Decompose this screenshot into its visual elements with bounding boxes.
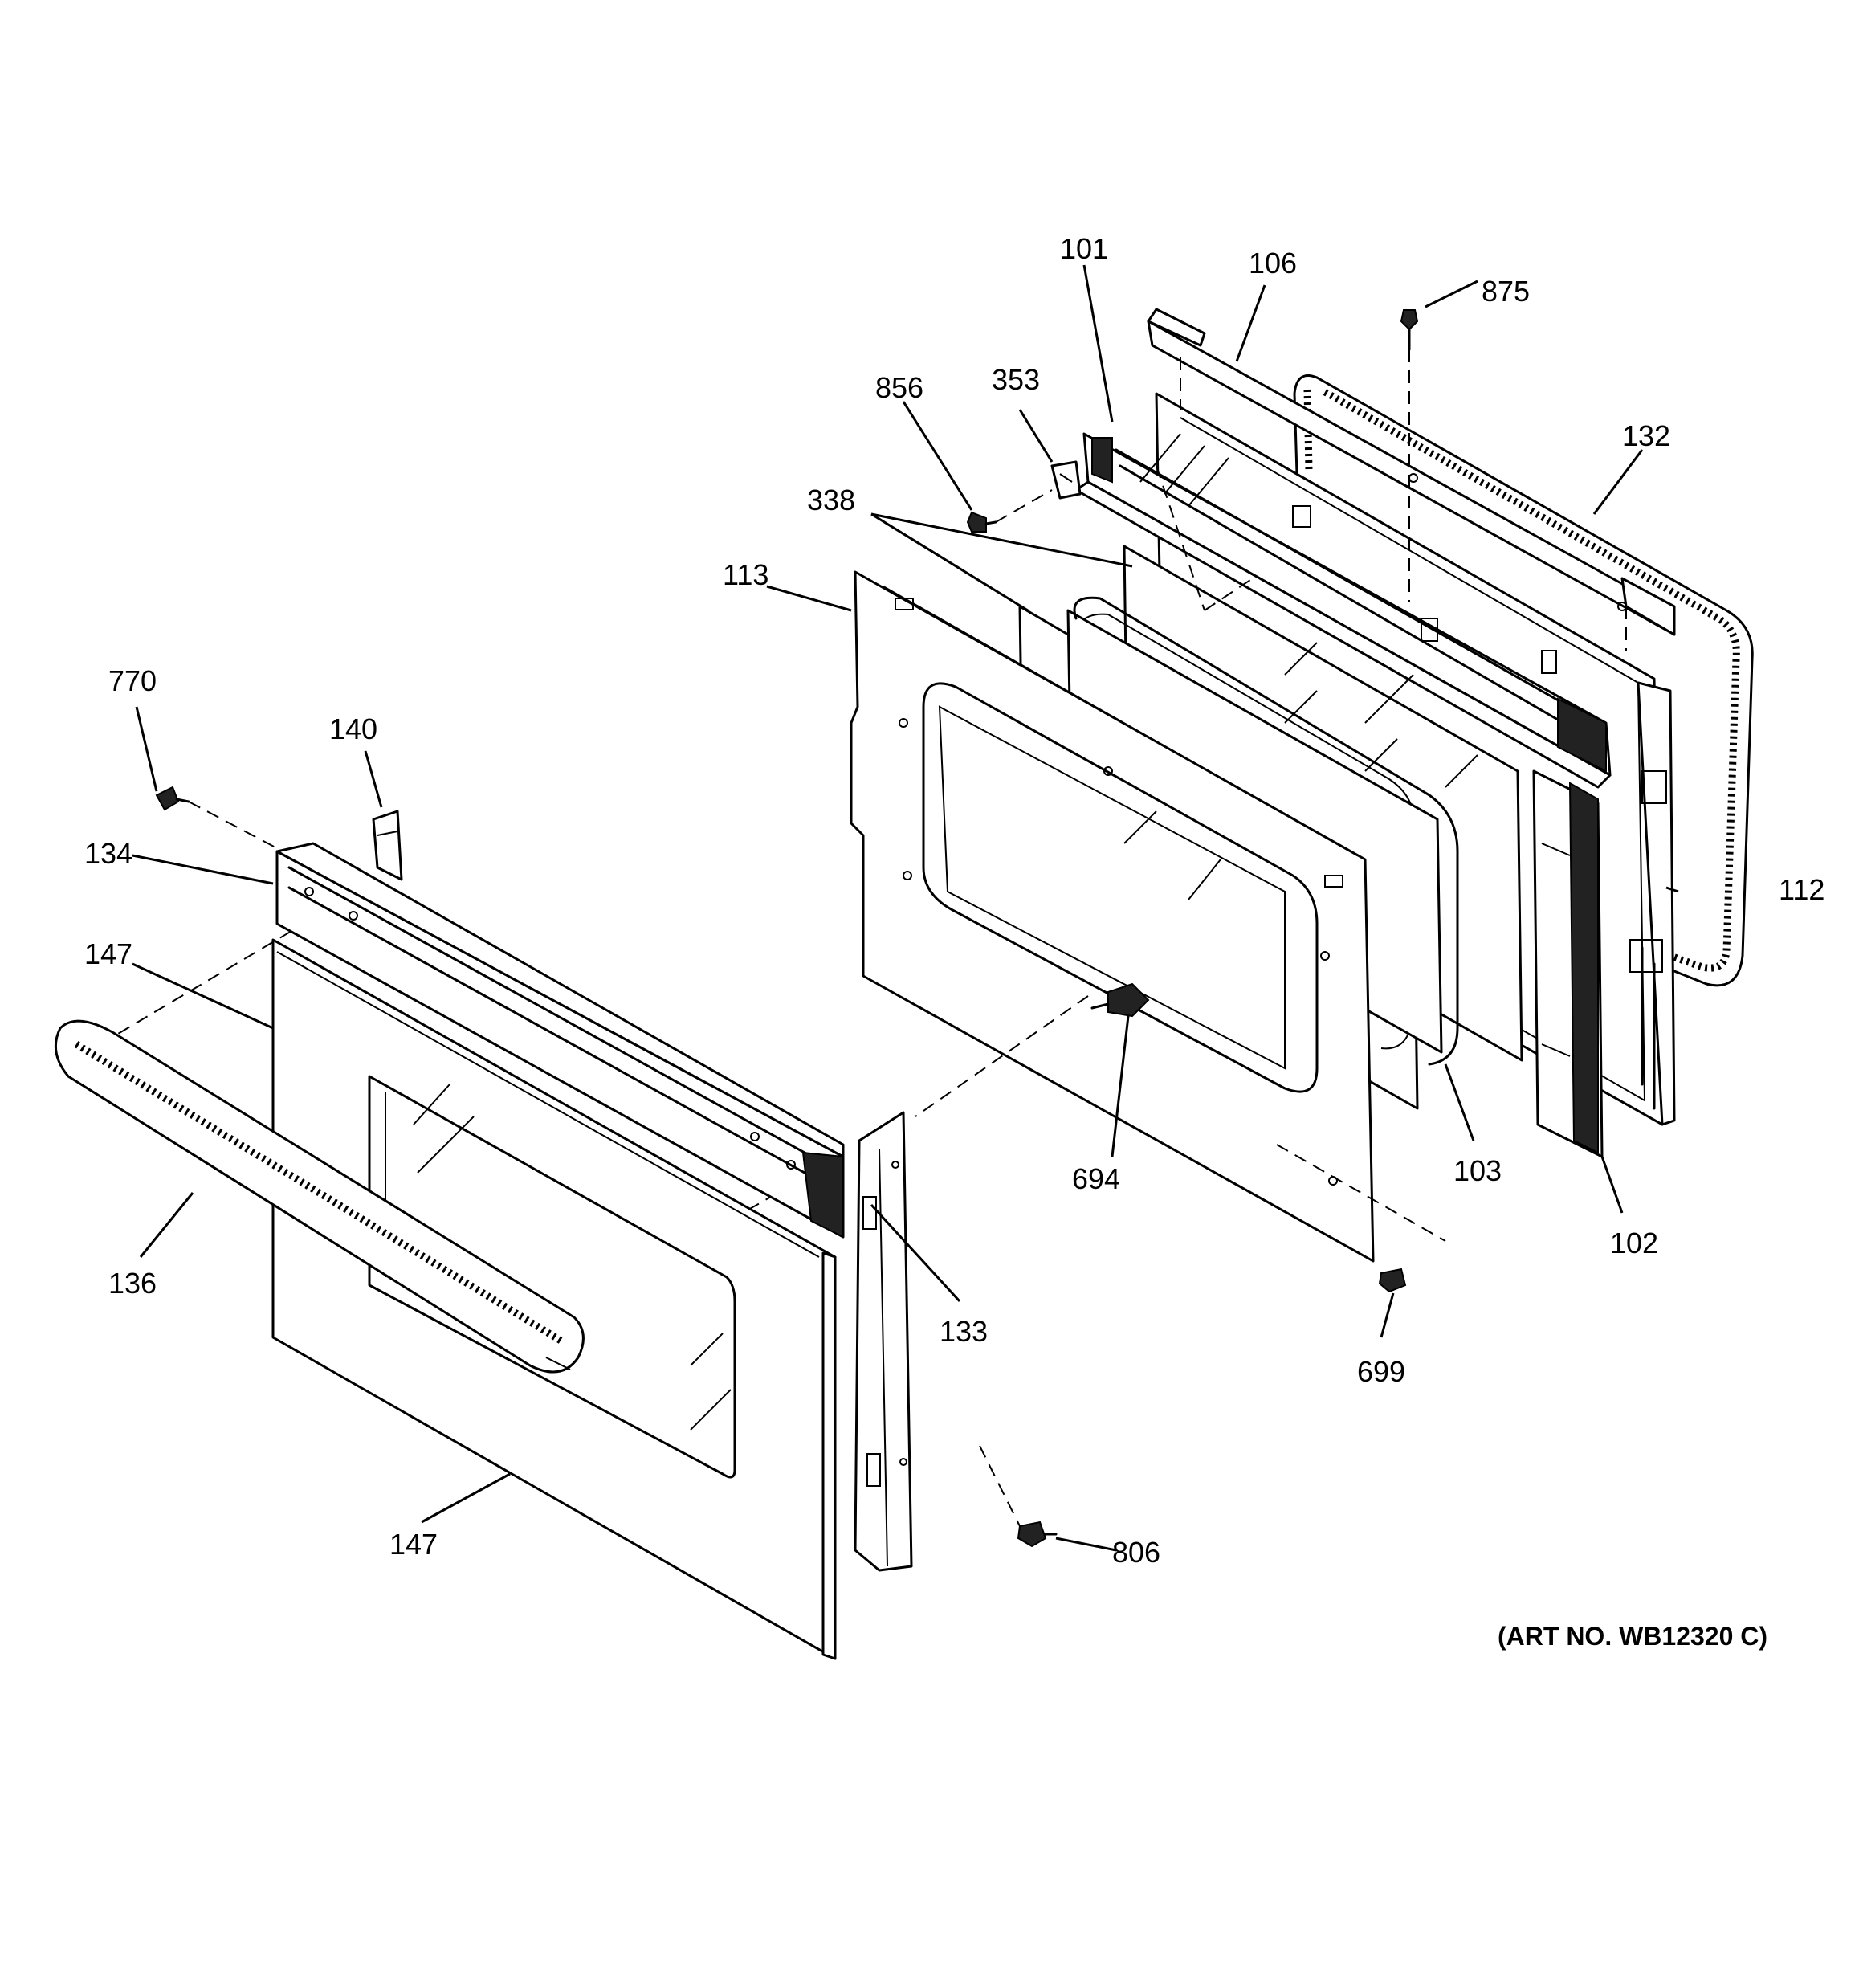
door-clip-140: [372, 810, 403, 881]
label-147-top: 147: [84, 937, 132, 970]
art-number: (ART NO. WB12320 C): [1498, 1622, 1767, 1651]
label-140: 140: [329, 712, 377, 745]
label-132: 132: [1622, 419, 1670, 452]
label-770: 770: [108, 664, 157, 697]
label-699: 699: [1357, 1355, 1405, 1388]
label-694: 694: [1072, 1162, 1120, 1195]
screw-694: [1090, 982, 1150, 1018]
door-handle: [54, 1019, 585, 1374]
label-112: 112: [1779, 873, 1824, 906]
screw-699: [1378, 1268, 1407, 1293]
label-338: 338: [807, 484, 855, 516]
door-side-bracket: [854, 1111, 913, 1572]
label-147-bottom: 147: [389, 1528, 438, 1561]
label-106: 106: [1249, 247, 1297, 280]
label-134: 134: [84, 837, 132, 870]
label-103: 103: [1453, 1154, 1502, 1187]
label-353: 353: [992, 363, 1040, 396]
label-856: 856: [875, 371, 923, 404]
outer-door-panel: [271, 938, 837, 1660]
screw-875: [1400, 309, 1419, 351]
door-side-frame: [1532, 769, 1604, 1158]
inner-door-panel: [850, 570, 1375, 1263]
label-101: 101: [1060, 232, 1108, 265]
screw-770: [155, 786, 190, 811]
label-136: 136: [108, 1267, 157, 1300]
label-875: 875: [1482, 275, 1530, 308]
part-labels: 101 106 875 856 353 132 338 113 770 140 …: [84, 232, 1824, 1569]
door-liner-panel: [1074, 432, 1612, 789]
label-806: 806: [1112, 1536, 1160, 1569]
label-133: 133: [940, 1315, 988, 1348]
label-113: 113: [723, 558, 768, 591]
screw-806: [1017, 1521, 1058, 1548]
screw-856: [966, 511, 997, 533]
door-top-trim: [275, 842, 845, 1239]
hinge-clip-353: [1050, 460, 1082, 500]
leader-lines: [132, 264, 1679, 1552]
label-102: 102: [1610, 1227, 1658, 1259]
